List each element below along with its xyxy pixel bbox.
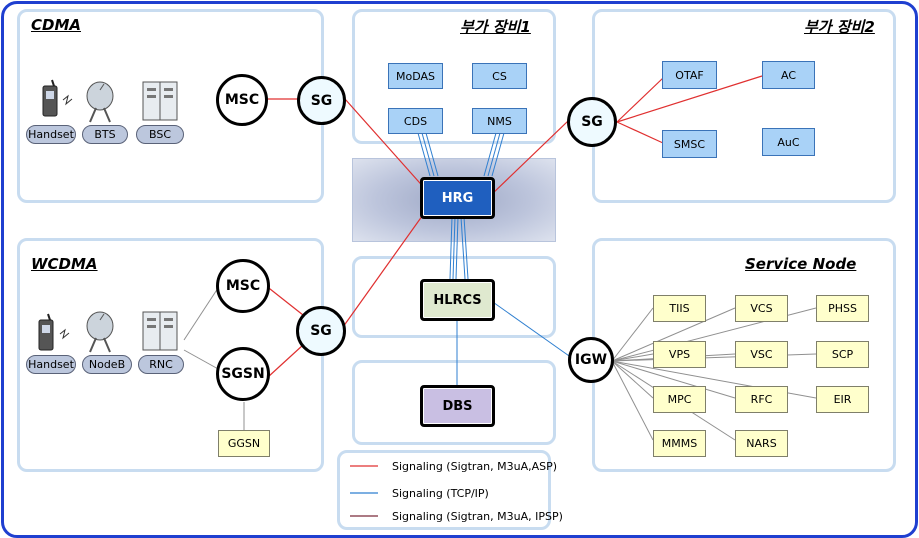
ac-box[interactable]: AC xyxy=(762,61,815,89)
service-node-mmms[interactable]: MMMS xyxy=(653,430,706,457)
cdma-handset-label: Handset xyxy=(26,125,76,144)
rnc-server-icon xyxy=(142,311,178,351)
nodeb-antenna-icon xyxy=(86,311,114,353)
otaf-box[interactable]: OTAF xyxy=(662,61,717,89)
service-node-tiis[interactable]: TIIS xyxy=(653,295,706,322)
legend-item-sigtran-ipsp: Signaling (Sigtran, M3uA, IPSP) xyxy=(392,510,563,523)
modas-box[interactable]: MoDAS xyxy=(388,63,443,89)
service-node-eir[interactable]: EIR xyxy=(816,386,869,413)
sgsn-node[interactable]: SGSN xyxy=(216,347,270,401)
cds-box[interactable]: CDS xyxy=(388,108,443,134)
wcdma-handset-icon xyxy=(38,313,70,351)
legend-item-tcpip: Signaling (TCP/IP) xyxy=(392,487,489,500)
cs-box[interactable]: CS xyxy=(472,63,527,89)
legend-item-sigtran-asp: Signaling (Sigtran, M3uA,ASP) xyxy=(392,460,558,473)
ggsn-box[interactable]: GGSN xyxy=(218,430,270,457)
bsc-label: BSC xyxy=(136,125,184,144)
hrg-node[interactable]: HRG xyxy=(420,177,495,219)
service-node-scp[interactable]: SCP xyxy=(816,341,869,368)
service-node-phss[interactable]: PHSS xyxy=(816,295,869,322)
cdma-sg-node[interactable]: SG xyxy=(297,76,346,125)
service-node-title: Service Node xyxy=(745,255,857,273)
wcdma-sg-node[interactable]: SG xyxy=(296,306,346,356)
hlrcs-node[interactable]: HLRCS xyxy=(420,279,495,321)
bsc-server-icon xyxy=(142,81,178,121)
extra1-title: 부가 장비1 xyxy=(460,18,531,36)
hrg-label: HRG xyxy=(441,190,474,206)
service-node-rfc[interactable]: RFC xyxy=(735,386,788,413)
legend-panel xyxy=(337,450,551,530)
service-node-vcs[interactable]: VCS xyxy=(735,295,788,322)
nodeb-label: NodeB xyxy=(82,355,132,374)
dbs-label: DBS xyxy=(442,398,473,414)
hlrcs-label: HLRCS xyxy=(433,292,482,308)
auc-box[interactable]: AuC xyxy=(762,128,815,156)
service-node-mpc[interactable]: MPC xyxy=(653,386,706,413)
extra2-title: 부가 장비2 xyxy=(804,18,875,36)
igw-node[interactable]: IGW xyxy=(568,337,614,383)
rnc-label: RNC xyxy=(138,355,184,374)
dbs-node[interactable]: DBS xyxy=(420,385,495,427)
cdma-msc-node[interactable]: MSC xyxy=(216,74,268,126)
extra2-sg-node[interactable]: SG xyxy=(567,97,617,147)
nms-box[interactable]: NMS xyxy=(472,108,527,134)
extra2-panel xyxy=(592,9,896,203)
cdma-title: CDMA xyxy=(31,16,81,34)
service-node-nars[interactable]: NARS xyxy=(735,430,788,457)
cdma-handset-icon xyxy=(42,79,73,117)
smsc-box[interactable]: SMSC xyxy=(662,130,717,158)
bts-antenna-icon xyxy=(86,81,114,123)
wcdma-title: WCDMA xyxy=(31,255,98,273)
wcdma-msc-node[interactable]: MSC xyxy=(216,259,270,313)
cdma-panel xyxy=(17,9,324,203)
wcdma-handset-label: Handset xyxy=(26,355,76,374)
service-node-vsc[interactable]: VSC xyxy=(735,341,788,368)
service-node-vps[interactable]: VPS xyxy=(653,341,706,368)
bts-label: BTS xyxy=(82,125,128,144)
